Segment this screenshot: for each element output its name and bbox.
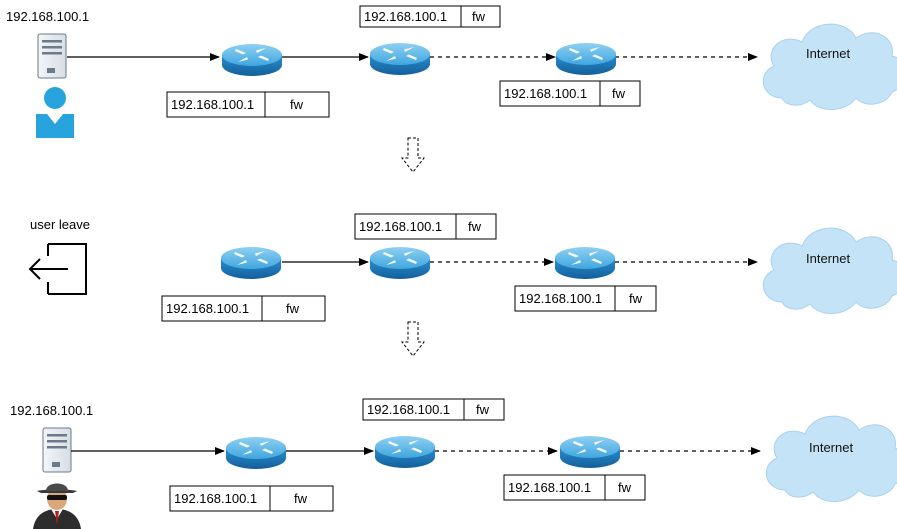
table-action: fw [286, 301, 300, 316]
table-action: fw [472, 9, 486, 24]
dashed-down-arrow-icon [400, 321, 426, 357]
table-action: fw [618, 480, 632, 495]
table-ip: 192.168.100.1 [166, 301, 249, 316]
table-action: fw [629, 291, 643, 306]
server-icon [37, 33, 67, 79]
row-1: 192.168.100.1 [6, 5, 897, 138]
routing-table: 192.168.100.1 fw [166, 91, 330, 118]
hacker-icon [33, 483, 81, 529]
cloud-label: Internet [806, 46, 850, 61]
user-leave-label: user leave [30, 217, 90, 232]
table-ip: 192.168.100.1 [519, 291, 602, 306]
table-ip: 192.168.100.1 [171, 97, 254, 112]
cloud-label: Internet [809, 440, 853, 455]
dashed-down-arrow-icon [400, 137, 426, 173]
table-action: fw [290, 97, 304, 112]
routing-table: 192.168.100.1 fw [169, 485, 334, 512]
cloud-label: Internet [806, 251, 850, 266]
routing-table: 192.168.100.1 fw [514, 285, 657, 312]
table-action: fw [612, 86, 626, 101]
router-icon [370, 43, 430, 75]
table-ip: 192.168.100.1 [174, 491, 257, 506]
table-action: fw [476, 402, 490, 417]
router-icon [560, 436, 620, 468]
table-ip: 192.168.100.1 [359, 219, 442, 234]
table-ip: 192.168.100.1 [504, 86, 587, 101]
internet-cloud: Internet [762, 227, 897, 314]
table-action: fw [468, 219, 482, 234]
table-action: fw [294, 491, 308, 506]
routing-table: 192.168.100.1 fw [503, 474, 646, 501]
router-icon [226, 437, 286, 469]
routing-table: 192.168.100.1 fw [161, 295, 326, 322]
table-ip: 192.168.100.1 [508, 480, 591, 495]
routing-table: 192.168.100.1 fw [499, 80, 641, 107]
routing-table: 192.168.100.1 fw [362, 398, 505, 421]
table-ip: 192.168.100.1 [364, 9, 447, 24]
router-icon [221, 247, 281, 279]
table-ip: 192.168.100.1 [367, 402, 450, 417]
internet-cloud: Internet [762, 23, 897, 110]
row-2: user leave [28, 213, 897, 322]
router-icon [370, 247, 430, 279]
server-icon [42, 427, 72, 473]
internet-cloud: Internet [765, 415, 897, 502]
router-icon [375, 436, 435, 468]
user-icon [36, 87, 74, 138]
routing-table: 192.168.100.1 fw [359, 5, 501, 28]
row-3: 192.168.100.1 [10, 398, 897, 529]
host-ip-label: 192.168.100.1 [6, 9, 89, 24]
routing-table: 192.168.100.1 fw [354, 213, 497, 240]
router-icon [556, 43, 616, 75]
router-icon [555, 247, 615, 279]
host-ip-label: 192.168.100.1 [10, 403, 93, 418]
logout-icon [28, 243, 87, 295]
router-icon [222, 44, 282, 76]
